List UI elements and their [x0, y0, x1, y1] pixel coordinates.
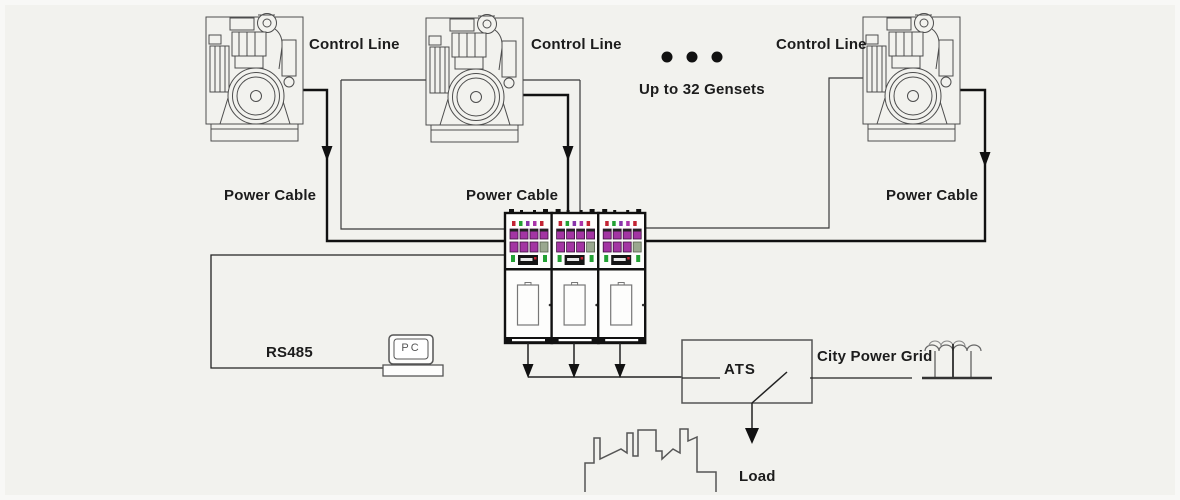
switchgear-panel-2 [550, 207, 600, 345]
power-cable-label-3: Power Cable [886, 187, 979, 204]
power-cable-label-1: Power Cable [224, 187, 317, 204]
switchgear-panel-1 [503, 207, 554, 345]
genset-3-icon [862, 13, 961, 142]
up-to-gensets-label: Up to 32 Gensets [639, 81, 765, 98]
pc-icon [382, 334, 444, 377]
genset-2-icon [425, 14, 524, 143]
control-line-label-1: Control Line [309, 36, 400, 53]
switchgear-cabinet-icon [503, 207, 647, 345]
output-feeder-lines [527, 343, 682, 378]
pc-label: PC [401, 342, 421, 354]
rs485-label: RS485 [266, 344, 313, 361]
ats-box [681, 339, 912, 444]
city-power-grid-label: City Power Grid [817, 348, 933, 365]
control-line-label-2: Control Line [531, 36, 622, 53]
load-label: Load [739, 468, 776, 485]
control-line-bus [340, 77, 864, 230]
grid-tower-icon [922, 340, 992, 380]
city-skyline-icon [584, 428, 717, 492]
genset-1-icon [205, 13, 304, 142]
transfer-switch-icon [751, 371, 788, 404]
ellipsis-dots-icon [661, 51, 723, 63]
ats-label: ATS [724, 361, 756, 378]
arrow-down-icons [321, 146, 991, 167]
feeder-arrow-icons [522, 364, 626, 378]
power-cable-label-2: Power Cable [466, 187, 559, 204]
load-arrow-icon [745, 428, 759, 444]
control-line-label-3: Control Line [776, 36, 867, 53]
switchgear-panel-3 [597, 207, 647, 345]
rs485-line [210, 254, 505, 369]
